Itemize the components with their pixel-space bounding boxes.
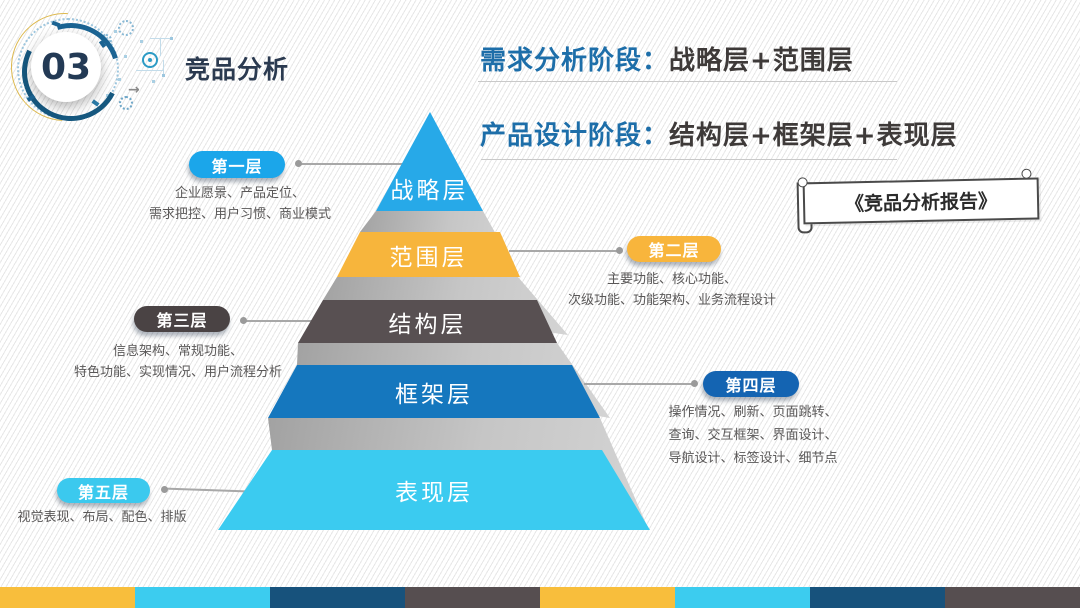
footer-segment <box>675 587 810 608</box>
layer-label: 框架层 <box>395 381 473 408</box>
footer-color-bar <box>0 587 1080 608</box>
connector-dot <box>691 380 698 387</box>
desc-line: 特色功能、实现情况、用户流程分析 <box>73 365 282 380</box>
desc-line: 主要功能、核心功能、 <box>606 272 737 287</box>
heading-content: 结构层+框架层+表现层 <box>669 121 958 151</box>
connector-line <box>584 383 694 385</box>
section-number-badge: 03 <box>31 32 101 102</box>
footer-segment <box>540 587 675 608</box>
desc-line: 企业愿景、产品定位、 <box>174 186 305 201</box>
pyramid-layer-surface: 表现层 <box>218 450 650 530</box>
connector-line <box>509 250 619 252</box>
layer-label: 结构层 <box>388 311 467 338</box>
connector-dot <box>240 317 247 324</box>
report-banner: 《竞品分析报告》 <box>792 168 1041 234</box>
arrow-right-icon: → <box>128 82 140 98</box>
level-desc-4: 操作情况、刷新、页面跳转、 查询、交互框架、界面设计、 导航设计、标签设计、细节… <box>638 401 868 470</box>
desc-line: 查询、交互框架、界面设计、 <box>668 428 838 443</box>
gear-icon <box>119 96 133 110</box>
level-badge-2: 第二层 <box>627 236 721 262</box>
level-badge-4: 第四层 <box>703 371 799 397</box>
circuit-line <box>160 38 161 56</box>
target-icon <box>142 52 158 68</box>
level-desc-3: 信息架构、常规功能、 特色功能、实现情况、用户流程分析 <box>55 341 301 383</box>
desc-line: 导航设计、标签设计、细节点 <box>668 451 838 466</box>
layer-label: 战略层 <box>390 178 469 204</box>
gear-icon <box>118 20 134 36</box>
pixel-dot <box>152 80 155 83</box>
footer-segment <box>405 587 540 608</box>
level-desc-5: 视觉表现、布局、配色、排版 <box>0 507 204 528</box>
level-badge-1: 第一层 <box>189 151 285 178</box>
circuit-line <box>163 60 164 76</box>
connector-line <box>165 487 247 493</box>
layer-label: 表现层 <box>395 480 473 506</box>
pixel-dot <box>124 55 127 58</box>
heading-divider <box>481 159 897 160</box>
level-desc-2: 主要功能、核心功能、 次级功能、功能架构、业务流程设计 <box>552 269 792 311</box>
level-badge-3: 第三层 <box>134 306 230 332</box>
pyramid-layer-structure: 结构层 <box>298 300 557 343</box>
desc-line: 操作情况、刷新、页面跳转、 <box>668 405 838 420</box>
connector-line <box>246 320 312 322</box>
layer-label: 范围层 <box>389 244 468 271</box>
pyramid-layer-skeleton: 框架层 <box>268 365 600 418</box>
heading-content: 战略层+范围层 <box>669 46 854 76</box>
circuit-node <box>170 37 173 40</box>
heading-divider <box>478 81 897 82</box>
level-badge-5: 第五层 <box>57 478 150 503</box>
footer-segment <box>810 587 945 608</box>
connector-dot <box>295 160 302 167</box>
pixel-dot <box>106 94 109 97</box>
pyramid-layer-strategy: 战略层 <box>376 112 483 211</box>
footer-segment <box>0 587 135 608</box>
connector-line <box>300 163 404 165</box>
heading-prefix: 产品设计阶段： <box>480 121 670 151</box>
connector-dot <box>161 486 168 493</box>
slide-title: 竞品分析 <box>185 55 290 84</box>
pixel-dot <box>114 30 117 33</box>
heading-design-stage: 产品设计阶段：结构层+框架层+表现层 <box>480 115 958 152</box>
desc-line: 需求把控、用户习惯、商业模式 <box>148 207 331 222</box>
pixel-dot <box>140 40 143 43</box>
dotted-ring-decoration <box>17 18 119 120</box>
pixel-dot <box>118 78 121 81</box>
circuit-line <box>136 70 164 71</box>
pyramid-layer-scope: 范围层 <box>337 232 520 277</box>
circuit-node <box>162 74 165 77</box>
connector-dot <box>616 247 623 254</box>
heading-prefix: 需求分析阶段： <box>480 46 670 76</box>
footer-segment <box>270 587 405 608</box>
desc-line: 视觉表现、布局、配色、排版 <box>17 510 187 525</box>
desc-line: 信息架构、常规功能、 <box>112 344 243 359</box>
footer-segment <box>135 587 270 608</box>
level-desc-1: 企业愿景、产品定位、 需求把控、用户习惯、商业模式 <box>110 183 370 225</box>
heading-requirement-stage: 需求分析阶段：战略层+范围层 <box>480 40 854 77</box>
footer-segment <box>945 587 1080 608</box>
banner-text: 《竞品分析报告》 <box>802 177 1040 225</box>
circuit-line <box>150 38 172 39</box>
desc-line: 次级功能、功能架构、业务流程设计 <box>567 293 776 308</box>
